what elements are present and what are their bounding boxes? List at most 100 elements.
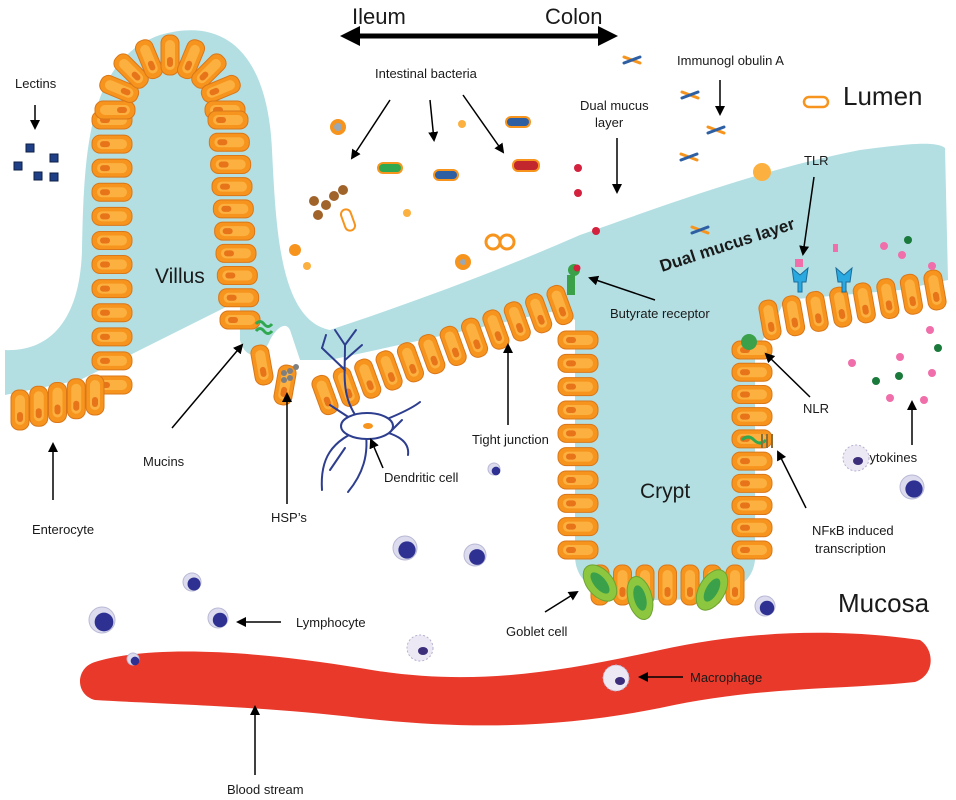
epithelial-cell [215, 243, 257, 263]
mucus-region [5, 30, 948, 600]
epithelial-cell [731, 518, 773, 538]
dendritic-label: Dendritic cell [384, 470, 459, 485]
lymphocyte [899, 474, 925, 500]
iga-label: Immunogl obulin A [677, 53, 784, 68]
butyrate-receptor [567, 264, 581, 295]
mucins-label: Mucins [143, 454, 185, 469]
epithelial-cell [557, 540, 599, 560]
enterocyte-label: Enterocyte [32, 522, 94, 537]
epithelial-cell [731, 473, 773, 493]
hsp-molecules [281, 364, 299, 383]
macrophages [406, 444, 870, 692]
crypt-label: Crypt [640, 480, 690, 503]
epithelial-cell [557, 377, 599, 397]
macrophage-label: Macrophage [690, 670, 762, 685]
epithelial-cell [91, 279, 133, 299]
epithelial-cell [782, 295, 806, 337]
epithelial-cell [461, 317, 489, 358]
ileum-label: Ileum [352, 4, 406, 29]
epithelial-cell [91, 230, 133, 250]
lymphocyte [754, 595, 776, 617]
epithelial-cell [48, 382, 67, 423]
epithelial-cell [876, 278, 900, 320]
epithelial-cell [99, 74, 140, 103]
epithelial-cell [731, 362, 773, 382]
epithelial-cell [546, 284, 574, 326]
epithelial-cell [91, 351, 133, 371]
lectins-label: Lectins [15, 76, 57, 91]
epithelial-cell [731, 451, 773, 471]
colon-label: Colon [545, 4, 602, 29]
epithelial-cell [680, 564, 700, 606]
tlr-label: TLR [804, 153, 829, 168]
epithelial-cell [557, 400, 599, 420]
mucins [254, 320, 274, 335]
goblet-cells [582, 564, 729, 620]
epithelial-cell [113, 53, 149, 89]
epithelial-cell [91, 158, 133, 178]
epithelial-cell [91, 327, 133, 347]
lymphocyte [88, 606, 116, 634]
epithelial-cell [923, 269, 947, 311]
cytokines [848, 236, 942, 404]
epithelial-cell [85, 374, 105, 416]
butyrate-label: Butyrate receptor [610, 306, 710, 321]
epithelial-cell [214, 221, 256, 241]
cytokines-label: Cytokines [860, 450, 918, 465]
lymphocyte [182, 572, 202, 592]
epithelial-cell [354, 358, 382, 399]
epithelial-cell [91, 255, 133, 275]
lumen-label: Lumen [843, 81, 923, 111]
goblet-label: Goblet cell [506, 624, 568, 639]
epithelial-cell [218, 288, 260, 308]
lectin-molecules [13, 143, 59, 182]
nlr-label: NLR [803, 401, 829, 416]
dual-mucus-label-1: Dual mucus [580, 98, 649, 113]
nfkb-complex [740, 434, 773, 448]
dendritic-cell [320, 329, 421, 493]
epithelial-cell [207, 110, 249, 130]
epithelial-cell [557, 470, 599, 490]
epithelial-cell [208, 132, 250, 152]
epithelial-cell [375, 350, 403, 391]
bacteria-label: Intestinal bacteria [375, 66, 478, 81]
epithelial-cell [177, 39, 206, 80]
epithelial-cell [829, 286, 853, 328]
lymphocyte-label: Lymphocyte [296, 615, 366, 630]
villus-label: Villus [155, 265, 205, 288]
epithelial-cell [160, 34, 180, 76]
nfkb-label-1: NFκB induced [812, 523, 894, 538]
epithelial-cell [731, 496, 773, 516]
epithelial-cell [899, 273, 923, 315]
epithelial-cell [482, 309, 510, 350]
epithelial-cell [557, 353, 599, 373]
epithelial-cell [557, 423, 599, 443]
epithelial-cell [396, 342, 424, 383]
epithelial-cell [557, 493, 599, 513]
epithelial-cell [557, 330, 599, 350]
epithelial-cell [725, 564, 745, 606]
epithelial-cell [250, 344, 274, 386]
lymphocyte [207, 607, 229, 629]
epithelial-cell [503, 301, 531, 342]
epithelial-cell [557, 447, 599, 467]
epithelial-cell [200, 74, 241, 103]
epithelial-cell [658, 564, 677, 606]
epithelial-cell [91, 206, 133, 226]
lymphocytes [88, 462, 925, 666]
hsp-label: HSP’s [271, 510, 307, 525]
nlr-complex [741, 334, 757, 350]
epithelial-cell [91, 134, 133, 154]
epithelial-cell [273, 364, 297, 406]
epithelial-cell [91, 303, 133, 323]
epithelial-cell [418, 333, 446, 375]
bacteria [289, 95, 830, 270]
blood-label: Blood stream [227, 782, 304, 797]
epithelium [10, 34, 947, 606]
epithelial-cell [557, 517, 599, 537]
epithelial-cell [211, 177, 253, 197]
epithelial-cell [852, 282, 876, 324]
epithelial-cell [10, 389, 30, 431]
blood-stream [80, 632, 931, 726]
